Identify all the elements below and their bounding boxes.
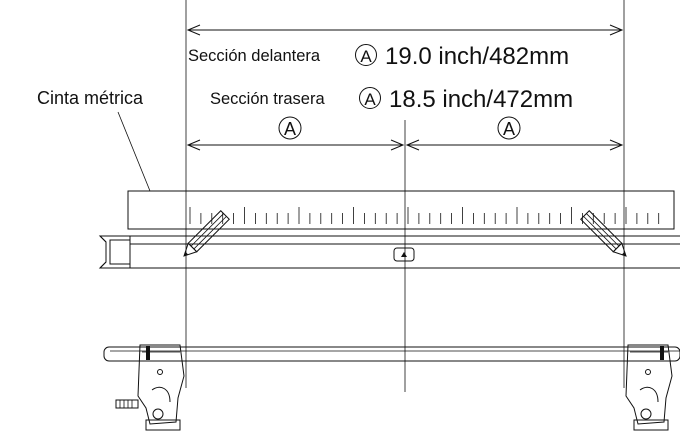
- marker-a-right-half: A: [503, 119, 515, 139]
- tape-measure: [127, 190, 675, 230]
- foot-right: [625, 344, 673, 431]
- rear-section-value: 18.5 inch/472mm: [389, 86, 573, 113]
- rear-section-measurement: Sección trasera A 18.5 inch/472mm: [210, 86, 573, 113]
- rear-section-label: Sección trasera: [210, 90, 325, 108]
- marker-a-circle-rear: [359, 87, 381, 109]
- center-mark: [393, 247, 415, 262]
- marker-a-circle-left-half: [278, 116, 302, 140]
- crossbar-top-view: [98, 235, 680, 269]
- tape-measure-callout: Cinta métrica: [37, 88, 151, 192]
- tape-ticks: [189, 207, 660, 224]
- front-section-label: Sección delantera: [188, 47, 321, 65]
- pencil-right-icon: [580, 210, 627, 257]
- marker-a-left-half: A: [284, 119, 296, 139]
- marker-a-rear: A: [364, 90, 376, 109]
- pencil-left-icon: [183, 210, 230, 257]
- crossbar-side-view: [103, 346, 680, 362]
- foot-left: [115, 344, 185, 431]
- half-dimensions: A A: [186, 116, 624, 151]
- full-width-dimension: [186, 24, 624, 36]
- front-section-measurement: Sección delantera A 19.0 inch/482mm: [188, 43, 569, 70]
- marker-a-front: A: [360, 47, 372, 66]
- center-mark-arrow-icon: [401, 252, 407, 257]
- front-section-value: 19.0 inch/482mm: [385, 43, 569, 70]
- tape-measure-leader: [117, 111, 151, 192]
- marker-a-circle-front: [355, 44, 377, 66]
- marker-a-circle-right-half: [497, 116, 521, 140]
- tape-measure-label: Cinta métrica: [37, 88, 144, 108]
